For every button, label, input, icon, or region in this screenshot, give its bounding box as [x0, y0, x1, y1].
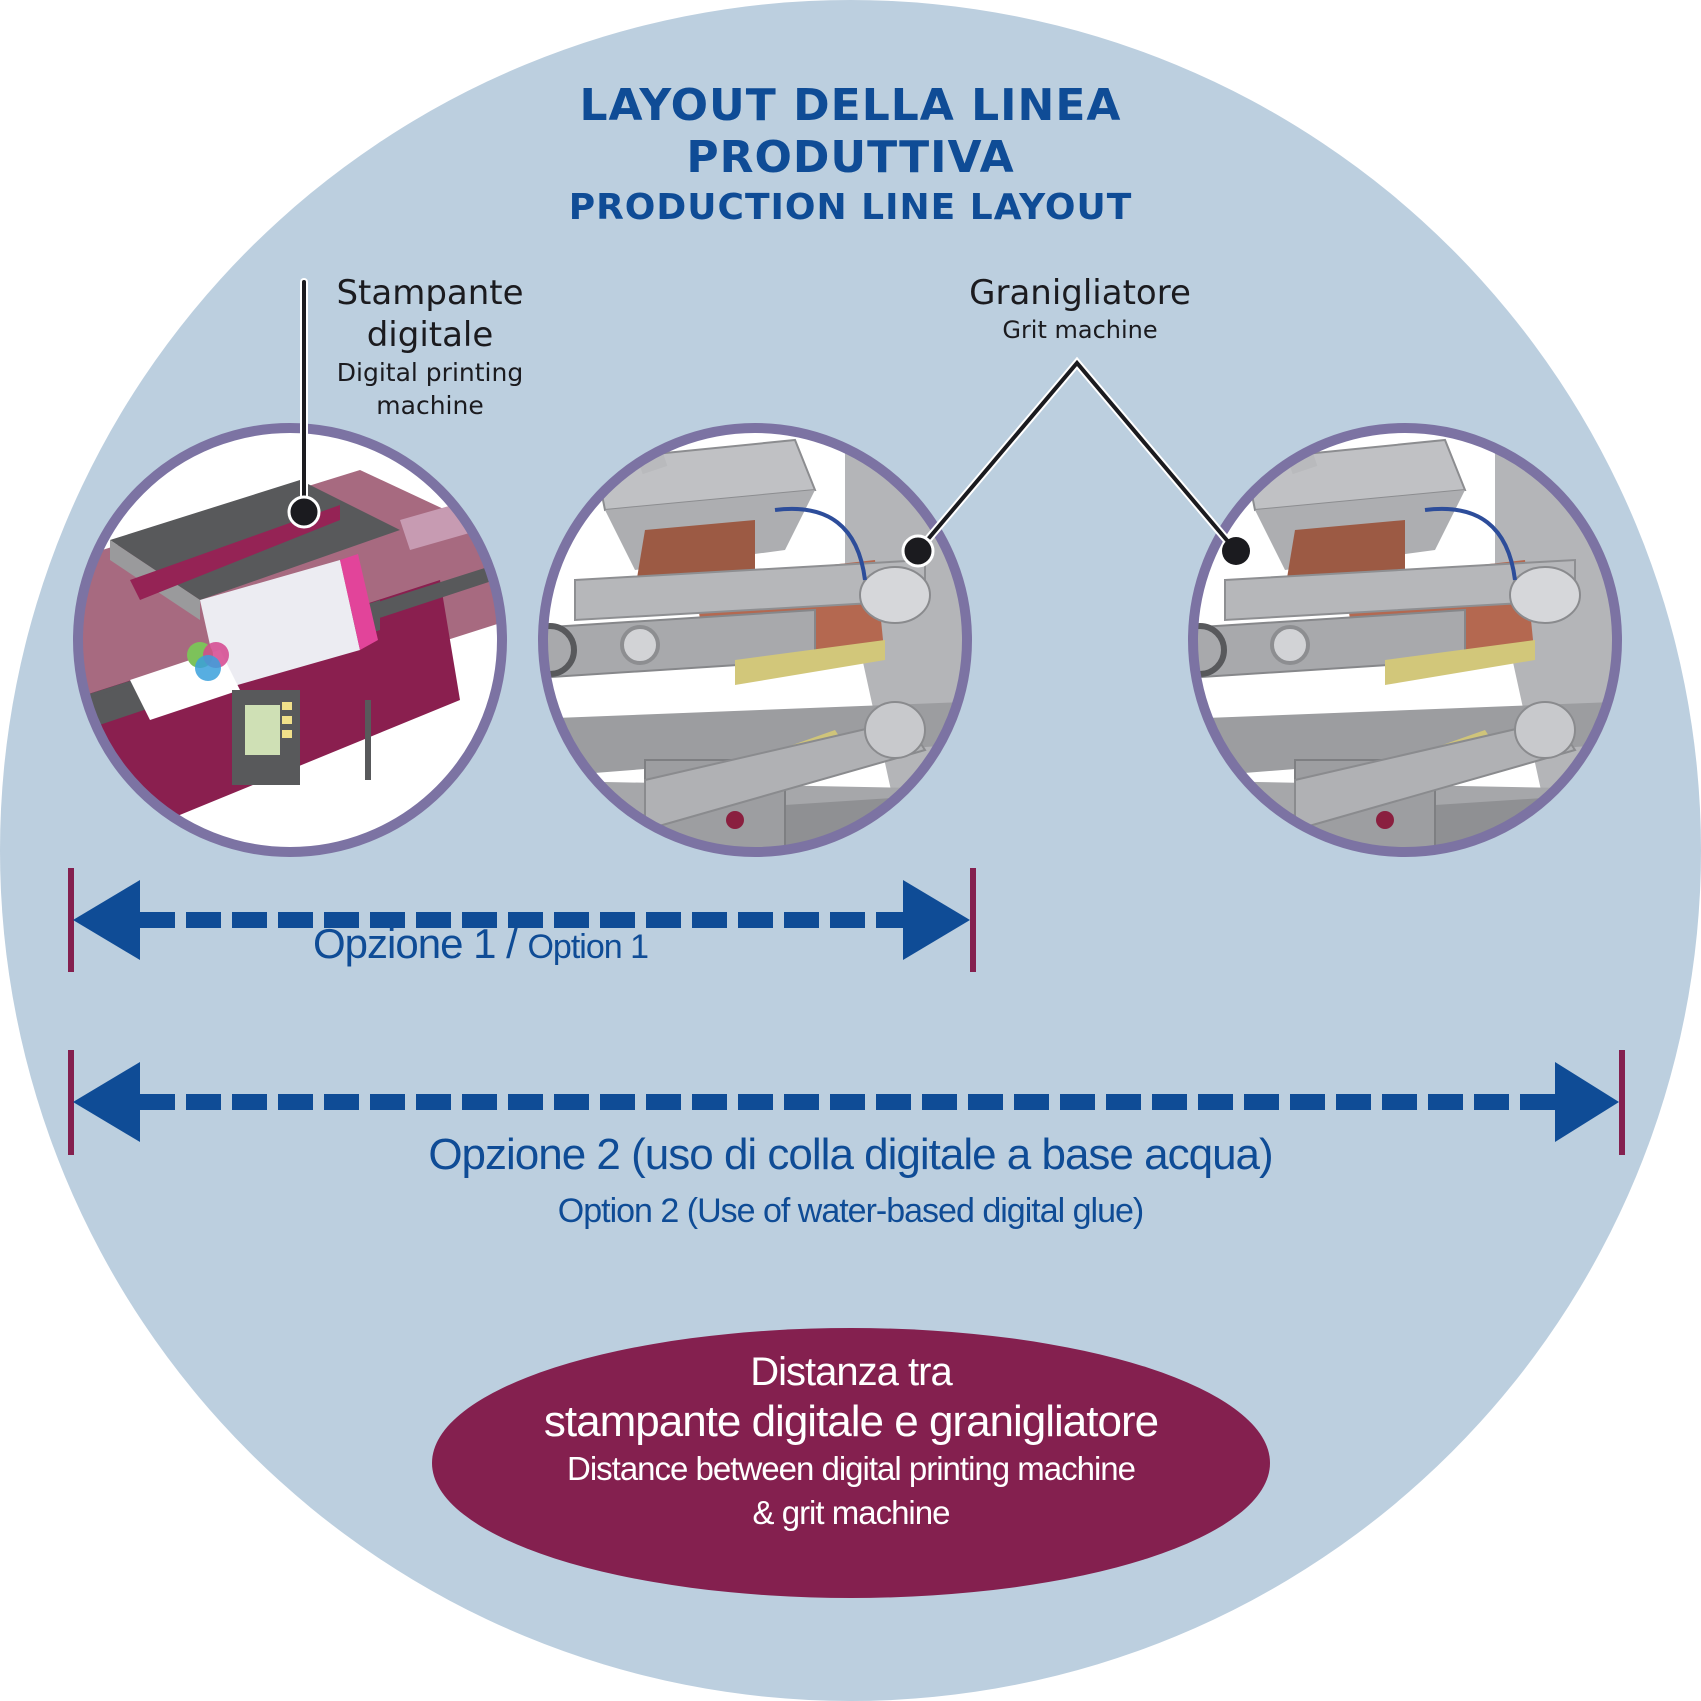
summary-line-4: & grit machine: [752, 1494, 951, 1531]
printer-label-en-2: machine: [376, 391, 484, 420]
grit-lens-option-2: [1145, 380, 1665, 900]
grit-lens-option-1: [495, 380, 1015, 900]
option-1-left-tick: [68, 868, 74, 972]
arrow-left-icon: [73, 1062, 140, 1142]
arrow-left-icon: [73, 880, 140, 960]
grit-illustration-icon: [1145, 380, 1665, 900]
printer-label-it-1: Stampante: [336, 273, 524, 313]
option-2-label-it: Opzione 2 (uso di colla digitale a base …: [428, 1130, 1273, 1179]
printer-lens: [73, 423, 507, 857]
grit-callout: [901, 356, 1250, 568]
title-line-2: PRODUTTIVA: [686, 132, 1015, 183]
option-1-label-it: Opzione 1 /: [313, 920, 518, 967]
option-1-right-tick: [970, 868, 976, 972]
arrow-right-icon: [1555, 1062, 1619, 1142]
printer-label: Stampante digitale Digital printing mach…: [300, 272, 560, 422]
printer-label-en-1: Digital printing: [336, 358, 524, 387]
grit-label-en: Grit machine: [1002, 316, 1158, 344]
grit-lens-ring-1: [538, 423, 972, 857]
arrow-right-icon: [903, 880, 970, 960]
summary-line-3: Distance between digital printing machin…: [566, 1450, 1136, 1487]
grit-label: Granigliatore Grit machine: [900, 272, 1260, 346]
grit-illustration-icon: [495, 380, 1015, 900]
printer-label-it-2: digitale: [366, 315, 494, 355]
option-2-dimension-arrow: [68, 1050, 1625, 1155]
option-2-label-en: Option 2 (Use of water-based digital glu…: [557, 1192, 1144, 1230]
printer-illustration-icon: [78, 428, 502, 852]
summary-ellipse: Distanza tra stampante digitale e granig…: [432, 1328, 1270, 1598]
printer-lens-ring: [73, 423, 507, 857]
callout-dot: [287, 495, 321, 529]
printer-callout: [287, 278, 321, 529]
option-1-label-en: Option 1: [527, 928, 649, 966]
title-line-1: LAYOUT DELLA LINEA: [579, 80, 1122, 131]
grit-label-it: Granigliatore: [969, 273, 1191, 313]
summary-line-1: Distanza tra: [750, 1350, 952, 1394]
option-2-right-tick: [1619, 1050, 1625, 1155]
callout-dot: [901, 534, 935, 568]
option-1-label: Opzione 1 / Option 1: [313, 920, 649, 968]
title-english: PRODUCTION LINE LAYOUT: [568, 187, 1133, 228]
summary-line-2: stampante digitale e granigliatore: [543, 1397, 1159, 1446]
grit-lens-ring-2: [1188, 423, 1622, 857]
callout-dot: [1222, 537, 1250, 565]
option-2-left-tick: [68, 1050, 74, 1155]
option-1-dimension-arrow: [68, 868, 976, 972]
